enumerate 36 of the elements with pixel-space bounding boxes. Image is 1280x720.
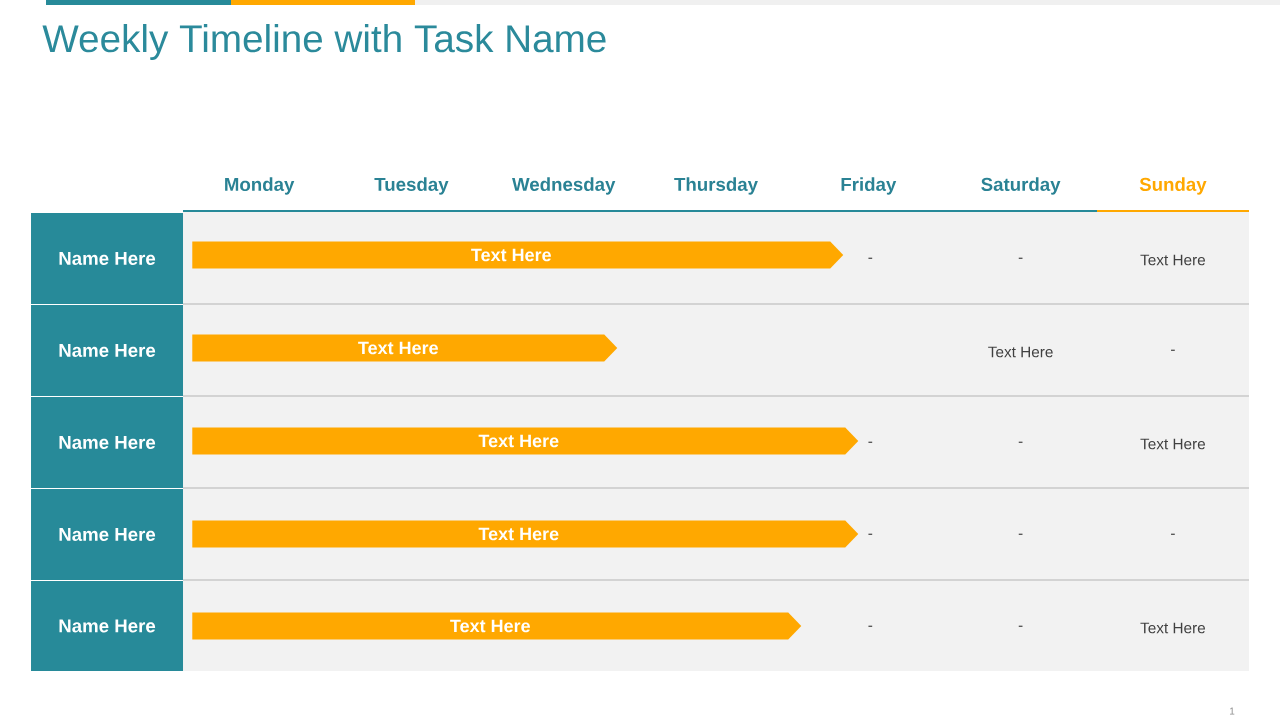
page-number: 1	[1230, 707, 1235, 715]
placeholder-dash: -	[1018, 533, 1023, 535]
placeholder-dash: -	[1018, 441, 1023, 443]
task-arrow-bar: Text Here	[192, 334, 618, 362]
cell-text: Text Here	[1140, 622, 1205, 634]
placeholder-dash: -	[1171, 349, 1175, 351]
column-header: Thursday	[674, 177, 758, 195]
task-arrow-bar: Text Here	[192, 241, 844, 269]
placeholder-dash: -	[868, 625, 873, 627]
node-label: Name Here	[59, 527, 156, 542]
row-header-cell: Name Here	[31, 397, 183, 488]
cell-text: Text Here	[1140, 438, 1205, 450]
node-label: Name Here	[59, 251, 156, 266]
row-header-cell: Name Here	[31, 581, 183, 671]
node-label: Name Here	[59, 619, 156, 633]
row-header-cell: Name Here	[31, 305, 183, 396]
column-header: Sunday	[1139, 177, 1207, 195]
placeholder-dash: -	[1018, 257, 1023, 259]
node-label: Name Here	[59, 435, 156, 450]
column-header: Wednesday	[512, 177, 616, 195]
placeholder-dash: -	[1171, 533, 1175, 535]
title: Weekly Timeline with Task Name	[42, 24, 606, 61]
placeholder-dash: -	[1018, 625, 1023, 627]
column-header: Monday	[225, 177, 295, 195]
column-header: Tuesday	[374, 177, 449, 195]
node-label: Name Here	[59, 343, 156, 358]
row-header-cell: Name Here	[31, 489, 183, 580]
cell-text: Text Here	[1140, 254, 1205, 266]
column-header: Saturday	[981, 177, 1061, 195]
cell-text: Text Here	[988, 346, 1053, 358]
column-header: Friday	[841, 177, 897, 195]
row-header-cell: Name Here	[31, 213, 183, 304]
task-arrow-bar: Text Here	[192, 520, 859, 548]
task-arrow-bar: Text Here	[192, 612, 802, 640]
task-arrow-bar: Text Here	[192, 427, 859, 455]
placeholder-dash: -	[868, 257, 873, 259]
